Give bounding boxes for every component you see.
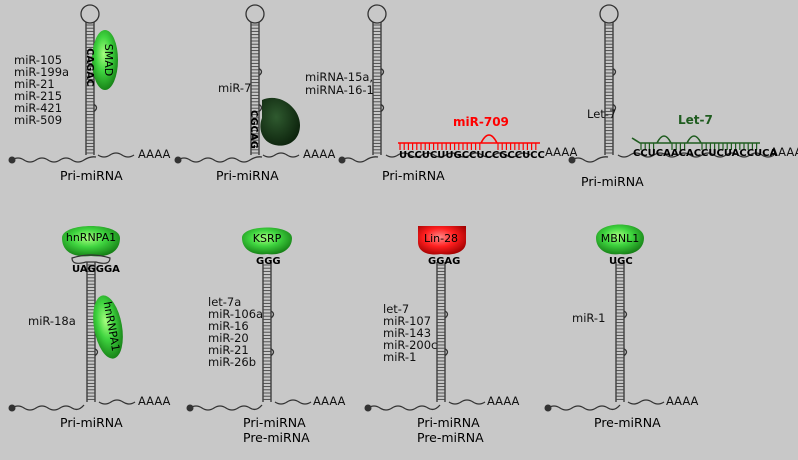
mbnl1-protein xyxy=(596,224,644,255)
rna-backbone xyxy=(547,399,665,411)
rna-5prime-cap xyxy=(8,404,16,412)
polya-tail: AAAA xyxy=(770,145,798,159)
let7-sequence: CCUCAACACCUCUACCUCA xyxy=(633,148,778,159)
mirna-item: miR-199a xyxy=(14,65,69,79)
hnrnpa1-top-protein xyxy=(62,226,120,257)
smad-label: SMAD xyxy=(102,44,115,76)
rna-backbone xyxy=(11,399,136,411)
rna-5prime-cap xyxy=(8,156,16,164)
mirna-item: miR-421 xyxy=(14,101,62,115)
polya-tail: AAAA xyxy=(138,394,171,408)
hnrnpa1-top-label: hnRNPA1 xyxy=(66,231,116,244)
mirna-item: miR-106a xyxy=(208,307,263,321)
panel-mir709: AAAA UCCUCUUGCCUCCGCCUCC miR-709 miRNA-1… xyxy=(305,4,578,183)
mirna-item: Let-7 xyxy=(587,107,616,121)
rna-5prime-cap xyxy=(568,156,576,164)
mirna-item: miR-16 xyxy=(208,319,249,333)
rna-5prime-cap xyxy=(338,156,346,164)
mirna-item: miR-21 xyxy=(208,343,249,357)
panel-smad: AAAA SMAD CAGAC miR-105 miR-199a miR-21 … xyxy=(8,4,171,183)
panel-hnrnpa1: AAAA hnRNPA1 UAGGGA hnRNPA1 miR-18a Pri-… xyxy=(8,226,171,430)
bound-protein xyxy=(260,97,300,146)
caption: Pri-miRNA xyxy=(417,415,480,430)
panel-mir7: AAAA CGCAG miR-7 Pri-miRNA xyxy=(174,4,336,183)
caption: Pri-miRNA xyxy=(581,174,644,189)
rna-backbone xyxy=(177,152,300,163)
mirna-list-1: miR-105 miR-199a miR-21 miR-215 miR-421 … xyxy=(14,53,69,127)
mirna-item: miR-105 xyxy=(14,53,62,67)
smad-motif: CAGAC xyxy=(84,48,95,86)
mir709-sequence: UCCUCUUGCCUCCGCCUCC xyxy=(399,150,545,161)
mirna-item: miRNA-15a, xyxy=(305,70,373,84)
mirna-item: miR-20 xyxy=(208,331,249,345)
mirna-item: let-7 xyxy=(383,302,409,316)
mirna-item: miR-1 xyxy=(572,311,605,325)
mirna-list-7: let-7 miR-107 miR-143 miR-200c miR-1 xyxy=(383,302,437,364)
mirna-list-6: let-7a miR-106a miR-16 miR-20 miR-21 miR… xyxy=(208,295,263,369)
rna-backbone xyxy=(341,152,531,163)
mbnl1-label: MBNL1 xyxy=(601,232,639,245)
caption: Pre-miRNA xyxy=(594,415,661,430)
caption: Pri-miRNA xyxy=(382,168,445,183)
mirna-item: miR-1 xyxy=(383,350,416,364)
mirna-item: miR-21 xyxy=(14,77,55,91)
polya-tail: AAAA xyxy=(303,147,336,161)
mirna-item: miR-215 xyxy=(14,89,62,103)
caption: Pre-miRNA xyxy=(243,430,310,445)
rna-5prime-cap xyxy=(364,404,372,412)
hnrnpa1-side-protein: hnRNPA1 xyxy=(93,295,123,359)
caption: Pre-miRNA xyxy=(417,430,484,445)
ksrp-protein xyxy=(242,227,292,255)
panel-let7: AAAA CCUCAACACCUCUACCUCA Let-7 Let-7 Pri… xyxy=(568,4,798,189)
caption: Pri-miRNA xyxy=(60,415,123,430)
let7-strand xyxy=(631,135,760,150)
polya-tail: AAAA xyxy=(545,145,578,159)
let7-label: Let-7 xyxy=(678,113,713,127)
caption: Pri-miRNA xyxy=(216,168,279,183)
mirna-item: miR-18a xyxy=(28,314,76,328)
panel-lin28: AAAA Lin-28 GGAG let-7 miR-107 miR-143 m… xyxy=(364,226,520,445)
ksrp-motif: GGG xyxy=(256,256,281,267)
polya-tail: AAAA xyxy=(666,394,699,408)
rna-5prime-cap xyxy=(186,404,194,412)
polya-tail: AAAA xyxy=(313,394,346,408)
lin28-protein xyxy=(418,226,466,255)
polya-tail: AAAA xyxy=(487,394,520,408)
mirna-item: miR-107 xyxy=(383,314,431,328)
rna-backbone xyxy=(367,399,486,411)
rna-backbone xyxy=(571,152,775,163)
rna-backbone xyxy=(11,152,135,163)
panel-ksrp: AAAA KSRP GGG let-7a miR-106a miR-16 miR… xyxy=(186,227,346,445)
polya-tail: AAAA xyxy=(138,147,171,161)
smad-protein: SMAD xyxy=(92,30,118,90)
mirna-item: miR-509 xyxy=(14,113,62,127)
caption: Pri-miRNA xyxy=(243,415,306,430)
mirna-item: miR-200c xyxy=(383,338,437,352)
caption: Pri-miRNA xyxy=(60,168,123,183)
mbnl1-motif: UGC xyxy=(609,256,633,267)
mir709-label: miR-709 xyxy=(453,115,509,129)
mir709-strand xyxy=(398,134,540,150)
ksrp-label: KSRP xyxy=(253,232,282,245)
mirna-item: miR-143 xyxy=(383,326,431,340)
mir7-motif: CGCAG xyxy=(248,110,259,149)
lin28-label: Lin-28 xyxy=(424,232,458,245)
panel-mbnl1: AAAA MBNL1 UGC miR-1 Pre-miRNA xyxy=(544,224,699,430)
mirna-item: miRNA-16-1 xyxy=(305,83,374,97)
rna-backbone xyxy=(189,399,312,411)
mirna-item: let-7a xyxy=(208,295,241,309)
rna-5prime-cap xyxy=(544,404,552,412)
rna-5prime-cap xyxy=(174,156,182,164)
mirna-item: miR-26b xyxy=(208,355,256,369)
mirna-item: miR-7 xyxy=(218,81,251,95)
lin28-motif: GGAG xyxy=(428,256,460,267)
hnrnpa1-motif: UAGGGA xyxy=(72,264,120,275)
